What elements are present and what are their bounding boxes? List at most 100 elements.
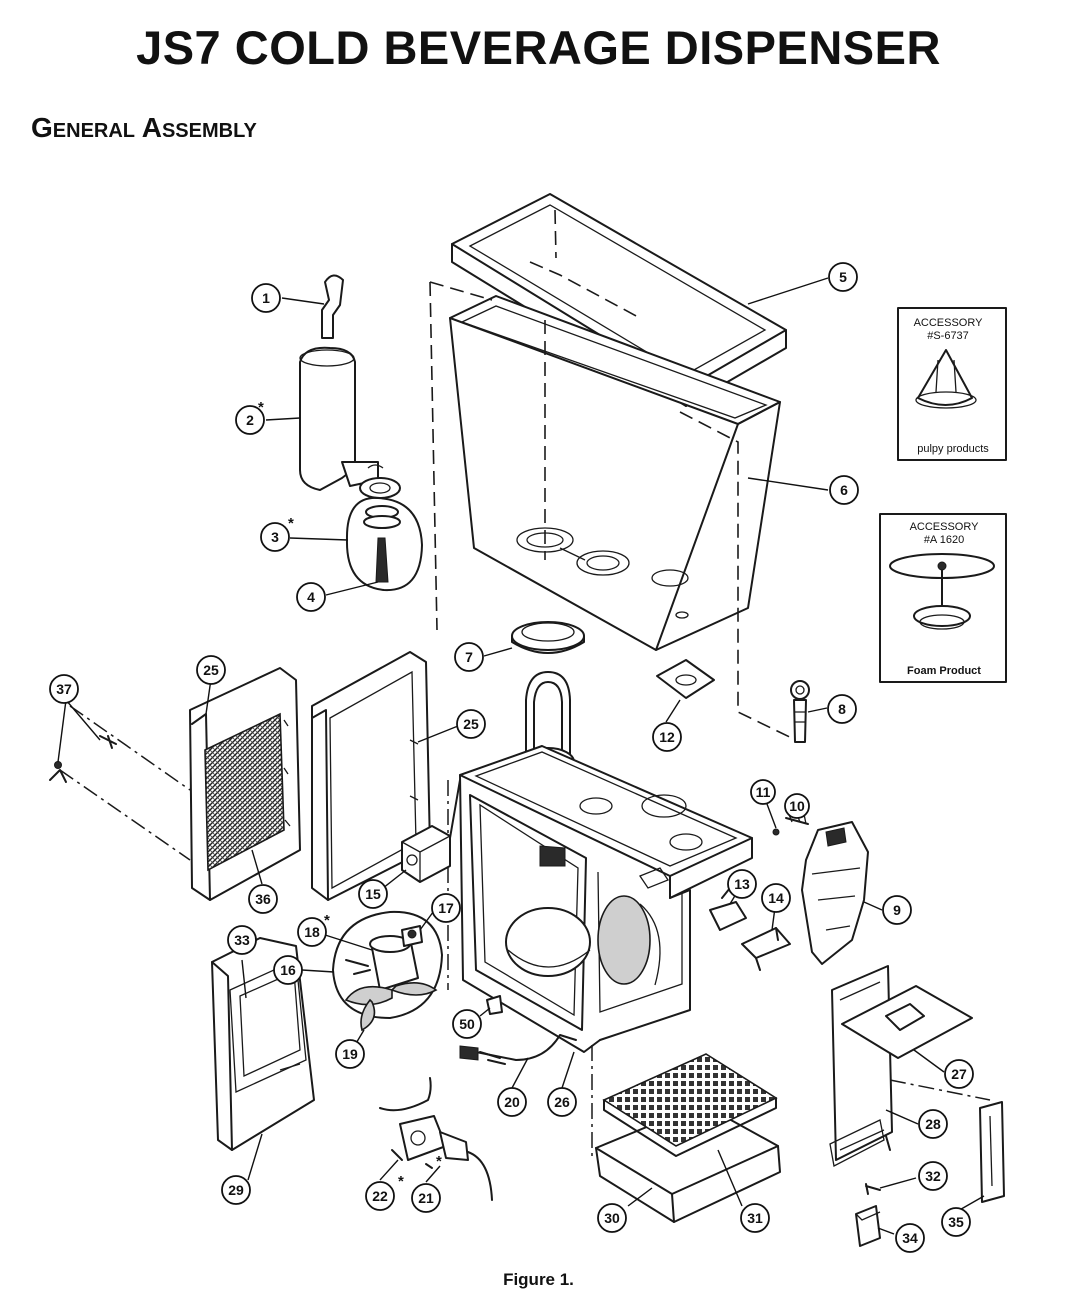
callout-label: 18 <box>304 924 320 940</box>
callout: 36 <box>248 884 278 914</box>
page-title: JS7 COLD BEVERAGE DISPENSER <box>136 21 941 74</box>
callout-label: 21 <box>418 1190 434 1206</box>
callout: 4 <box>296 582 326 612</box>
callout: 16 <box>273 955 303 985</box>
callout-label: 13 <box>734 876 750 892</box>
callout: 3 <box>260 522 290 552</box>
drip-tray-grille <box>602 1053 778 1157</box>
callout: 35 <box>941 1207 971 1237</box>
callout-label: 28 <box>925 1116 941 1132</box>
callout: 8 <box>827 694 857 724</box>
callout: 7 <box>454 642 484 672</box>
callout: 9 <box>882 895 912 925</box>
rear-panel <box>829 965 973 1167</box>
accessory-label: ACCESSORY <box>914 317 984 329</box>
base-chassis <box>459 745 753 1053</box>
callout: 6 <box>829 475 859 505</box>
callout-label: 12 <box>659 729 675 745</box>
callout-label: 25 <box>203 662 219 678</box>
callout-label: 5 <box>839 269 847 285</box>
callout-label: 31 <box>747 1210 763 1226</box>
callout-label: 9 <box>893 902 901 918</box>
special-part-marks: * * * * * <box>258 399 442 1190</box>
callout: 12 <box>652 722 682 752</box>
callout-label: 3 <box>271 529 279 545</box>
control-box <box>401 779 461 883</box>
feed-tube <box>321 274 344 339</box>
callout: 33 <box>227 925 257 955</box>
accessory-note: Foam Product <box>907 665 981 677</box>
clip <box>855 1205 881 1247</box>
faucet-assembly <box>772 811 869 965</box>
callout: 26 <box>547 1087 577 1117</box>
callout: 25 <box>456 709 486 739</box>
tank-gasket <box>511 621 585 654</box>
callout-label: 7 <box>465 649 473 665</box>
small-fastener <box>865 1183 881 1195</box>
callout: 17 <box>431 893 461 923</box>
callout: 30 <box>597 1203 627 1233</box>
callout-label: 6 <box>840 482 848 498</box>
callout-label: 17 <box>438 900 454 916</box>
star-mark: * <box>288 515 294 532</box>
callout: 37 <box>49 674 79 704</box>
callout: 29 <box>221 1175 251 1205</box>
callout-label: 2 <box>246 412 254 428</box>
callout: 20 <box>497 1087 527 1117</box>
star-mark: * <box>436 1153 442 1170</box>
star-mark: * <box>324 912 330 929</box>
callout: 32 <box>918 1161 948 1191</box>
callout: 14 <box>761 883 791 913</box>
callout-label: 37 <box>56 681 72 697</box>
callout: 13 <box>727 869 757 899</box>
callout-label: 16 <box>280 962 296 978</box>
callout: 25 <box>196 655 226 685</box>
accessory-label: ACCESSORY <box>910 521 980 533</box>
callout: 31 <box>740 1203 770 1233</box>
callout-label: 10 <box>789 798 805 814</box>
accessory-note: pulpy products <box>917 443 989 455</box>
callout: 11 <box>750 779 776 805</box>
callout-label: 19 <box>342 1046 358 1062</box>
callout: 2 <box>235 405 265 435</box>
side-panel-left <box>189 667 301 901</box>
callout: 19 <box>335 1039 365 1069</box>
callout-label: 36 <box>255 891 271 907</box>
square-gasket <box>656 659 715 699</box>
callout-label: 4 <box>307 589 315 605</box>
callout-label: 32 <box>925 1168 941 1184</box>
callout-label: 27 <box>951 1066 967 1082</box>
switch-bracket <box>741 927 791 971</box>
callout-label: 26 <box>554 1094 570 1110</box>
callout-label: 22 <box>372 1188 388 1204</box>
callout-label: 34 <box>902 1230 918 1246</box>
star-mark: * <box>258 399 264 416</box>
auger-housing <box>299 346 379 491</box>
callout: 22 <box>365 1181 395 1211</box>
callout-label: 33 <box>234 932 250 948</box>
callout: 27 <box>944 1059 974 1089</box>
label-decal <box>979 1101 1005 1203</box>
screws <box>49 735 117 783</box>
callout: 10 <box>784 793 810 819</box>
callout-label: 8 <box>838 701 846 717</box>
callout-label: 25 <box>463 716 479 732</box>
callout: 34 <box>895 1223 925 1253</box>
fan-motor-assembly <box>332 910 443 1032</box>
callout: 5 <box>828 262 858 292</box>
callout-label: 11 <box>756 784 771 800</box>
callout-label: 20 <box>504 1094 520 1110</box>
callout: 18 <box>297 917 327 947</box>
star-mark: * <box>398 1173 404 1190</box>
callout-label: 50 <box>459 1016 475 1032</box>
assembly-guide-lines <box>59 209 991 1160</box>
seal-assembly <box>345 464 423 592</box>
faucet-stem <box>790 680 810 743</box>
callout-label: 14 <box>768 890 784 906</box>
accessory-part-number: #A 1620 <box>924 534 964 546</box>
accessory-box-foam: ACCESSORY #A 1620 Foam Product <box>879 513 1007 683</box>
callout-label: 30 <box>604 1210 620 1226</box>
callout-label: 15 <box>365 886 381 902</box>
callout-label: 1 <box>262 290 270 306</box>
